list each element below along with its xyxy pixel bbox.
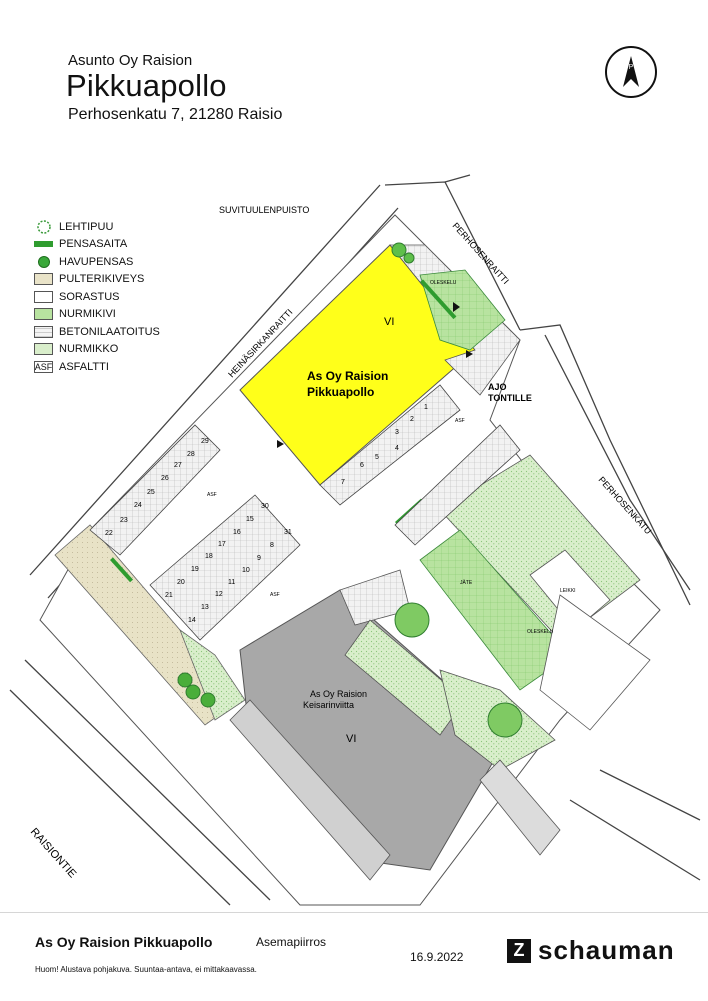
asphalt-code: ASF <box>34 360 53 373</box>
parking-1: 1 <box>424 404 428 411</box>
legend-item-lehtipuu: LEHTIPUU <box>34 218 160 236</box>
label-leikki: LEIKKI <box>560 588 576 594</box>
north-arrow-icon: P <box>605 46 657 98</box>
street-perhosenkatu: PERHOSENKATU <box>597 475 654 537</box>
parking-2: 2 <box>410 416 414 423</box>
legend-item-asfaltti: ASF ASFALTTI <box>34 358 160 376</box>
label-jate: JÄTE <box>460 579 473 586</box>
parking-21: 21 <box>165 592 173 599</box>
main-building-name-1: As Oy Raision <box>307 369 388 383</box>
parking-5: 5 <box>375 454 379 461</box>
neighbor-building-name-2: Keisarinviitta <box>303 700 354 710</box>
gravel-icon <box>34 290 53 303</box>
parking-19: 19 <box>191 566 199 573</box>
page-title: Pikkuapollo <box>66 68 227 103</box>
parking-13: 13 <box>201 604 209 611</box>
parking-25: 25 <box>147 489 155 496</box>
main-building-name-2: Pikkuapollo <box>307 385 374 399</box>
parking-14: 14 <box>188 617 196 624</box>
footer-divider <box>0 912 708 913</box>
parking-12: 12 <box>215 591 223 598</box>
legend-item-havupensas: HAVUPENSAS <box>34 253 160 271</box>
footer-drawing-type: Asemapiirros <box>256 935 327 949</box>
parking-3: 3 <box>395 429 399 436</box>
legend-label: PULTERIKIVEYS <box>59 273 145 286</box>
brand-logo: Z schauman <box>507 935 675 966</box>
footer-project-name: As Oy Raision Pikkuapollo <box>35 934 213 950</box>
label-asf-2: ASF <box>270 592 280 598</box>
north-label: P <box>629 64 634 71</box>
parking-23: 23 <box>120 517 128 524</box>
parking-8: 8 <box>270 542 274 549</box>
access-label-1: AJO <box>488 382 507 392</box>
street-suvituulenpuisto: SUVITUULENPUISTO <box>219 205 309 215</box>
parking-6: 6 <box>360 462 364 469</box>
hedge-icon <box>34 241 53 248</box>
footer-date: 16.9.2022 <box>410 950 464 964</box>
access-label-2: TONTILLE <box>488 393 532 403</box>
footer-note: Huom! Alustava pohjakuva. Suuntaa-antava… <box>35 965 257 974</box>
company-name: Asunto Oy Raision <box>68 52 193 69</box>
label-oleskelu-top: OLESKELU <box>430 280 457 286</box>
legend-label: HAVUPENSAS <box>59 255 134 268</box>
parking-30: 30 <box>261 503 269 510</box>
conifer-shrub-icon <box>34 255 53 268</box>
cobble-icon <box>34 273 53 286</box>
grass-stone-icon <box>34 308 53 321</box>
parking-22: 22 <box>105 530 113 537</box>
parking-17: 17 <box>218 541 226 548</box>
legend-label: BETONILAATOITUS <box>59 325 160 338</box>
legend-item-betonilaatoitus: BETONILAATOITUS <box>34 323 160 341</box>
brand-mark-icon: Z <box>507 938 531 963</box>
label-asf-1: ASF <box>207 492 217 498</box>
address: Perhosenkatu 7, 21280 Raisio <box>68 106 283 123</box>
parking-26: 26 <box>161 475 169 482</box>
parking-10: 10 <box>242 567 250 574</box>
legend-item-nurmikko: NURMIKKO <box>34 341 160 359</box>
parking-27: 27 <box>174 462 182 469</box>
parking-7: 7 <box>341 479 345 486</box>
parking-28: 28 <box>187 451 195 458</box>
brand-name: schauman <box>538 935 675 965</box>
legend-label: SORASTUS <box>59 290 120 303</box>
parking-31: 31 <box>284 529 292 536</box>
parking-11: 11 <box>228 579 235 586</box>
parking-20: 20 <box>177 579 185 586</box>
legend-item-pensasaita: PENSASAITA <box>34 236 160 254</box>
parking-15: 15 <box>246 516 254 523</box>
neighbor-building-floors: VI <box>346 733 356 745</box>
parking-4: 4 <box>395 445 399 452</box>
legend-item-sorastus: SORASTUS <box>34 288 160 306</box>
lawn-icon <box>34 343 53 356</box>
parking-16: 16 <box>233 529 241 536</box>
parking-24: 24 <box>134 502 142 509</box>
parking-9: 9 <box>257 555 261 562</box>
map-legend: LEHTIPUU PENSASAITA HAVUPENSAS PULTERIKI… <box>34 218 160 376</box>
label-asf-3: ASF <box>455 418 465 424</box>
legend-label: NURMIKIVI <box>59 308 116 321</box>
site-plan: SUVITUULENPUISTO PERHOSENRAITTI HEINÄSIR… <box>9 174 701 906</box>
deciduous-tree-icon <box>34 220 53 234</box>
legend-label: LEHTIPUU <box>59 220 114 233</box>
parking-18: 18 <box>205 553 213 560</box>
main-building-floors: VI <box>384 316 394 328</box>
label-oleskelu-bottom: OLESKELU <box>527 629 554 635</box>
legend-item-pulterikiveys: PULTERIKIVEYS <box>34 271 160 289</box>
concrete-tile-icon <box>34 325 53 338</box>
legend-label: NURMIKKO <box>59 343 119 356</box>
legend-item-nurmikivi: NURMIKIVI <box>34 306 160 324</box>
street-raisiontie: RAISIONTIE <box>28 826 79 880</box>
legend-label: PENSASAITA <box>59 238 128 251</box>
neighbor-building-name-1: As Oy Raision <box>310 689 367 699</box>
legend-label: ASFALTTI <box>59 360 109 373</box>
parking-29: 29 <box>201 438 209 445</box>
